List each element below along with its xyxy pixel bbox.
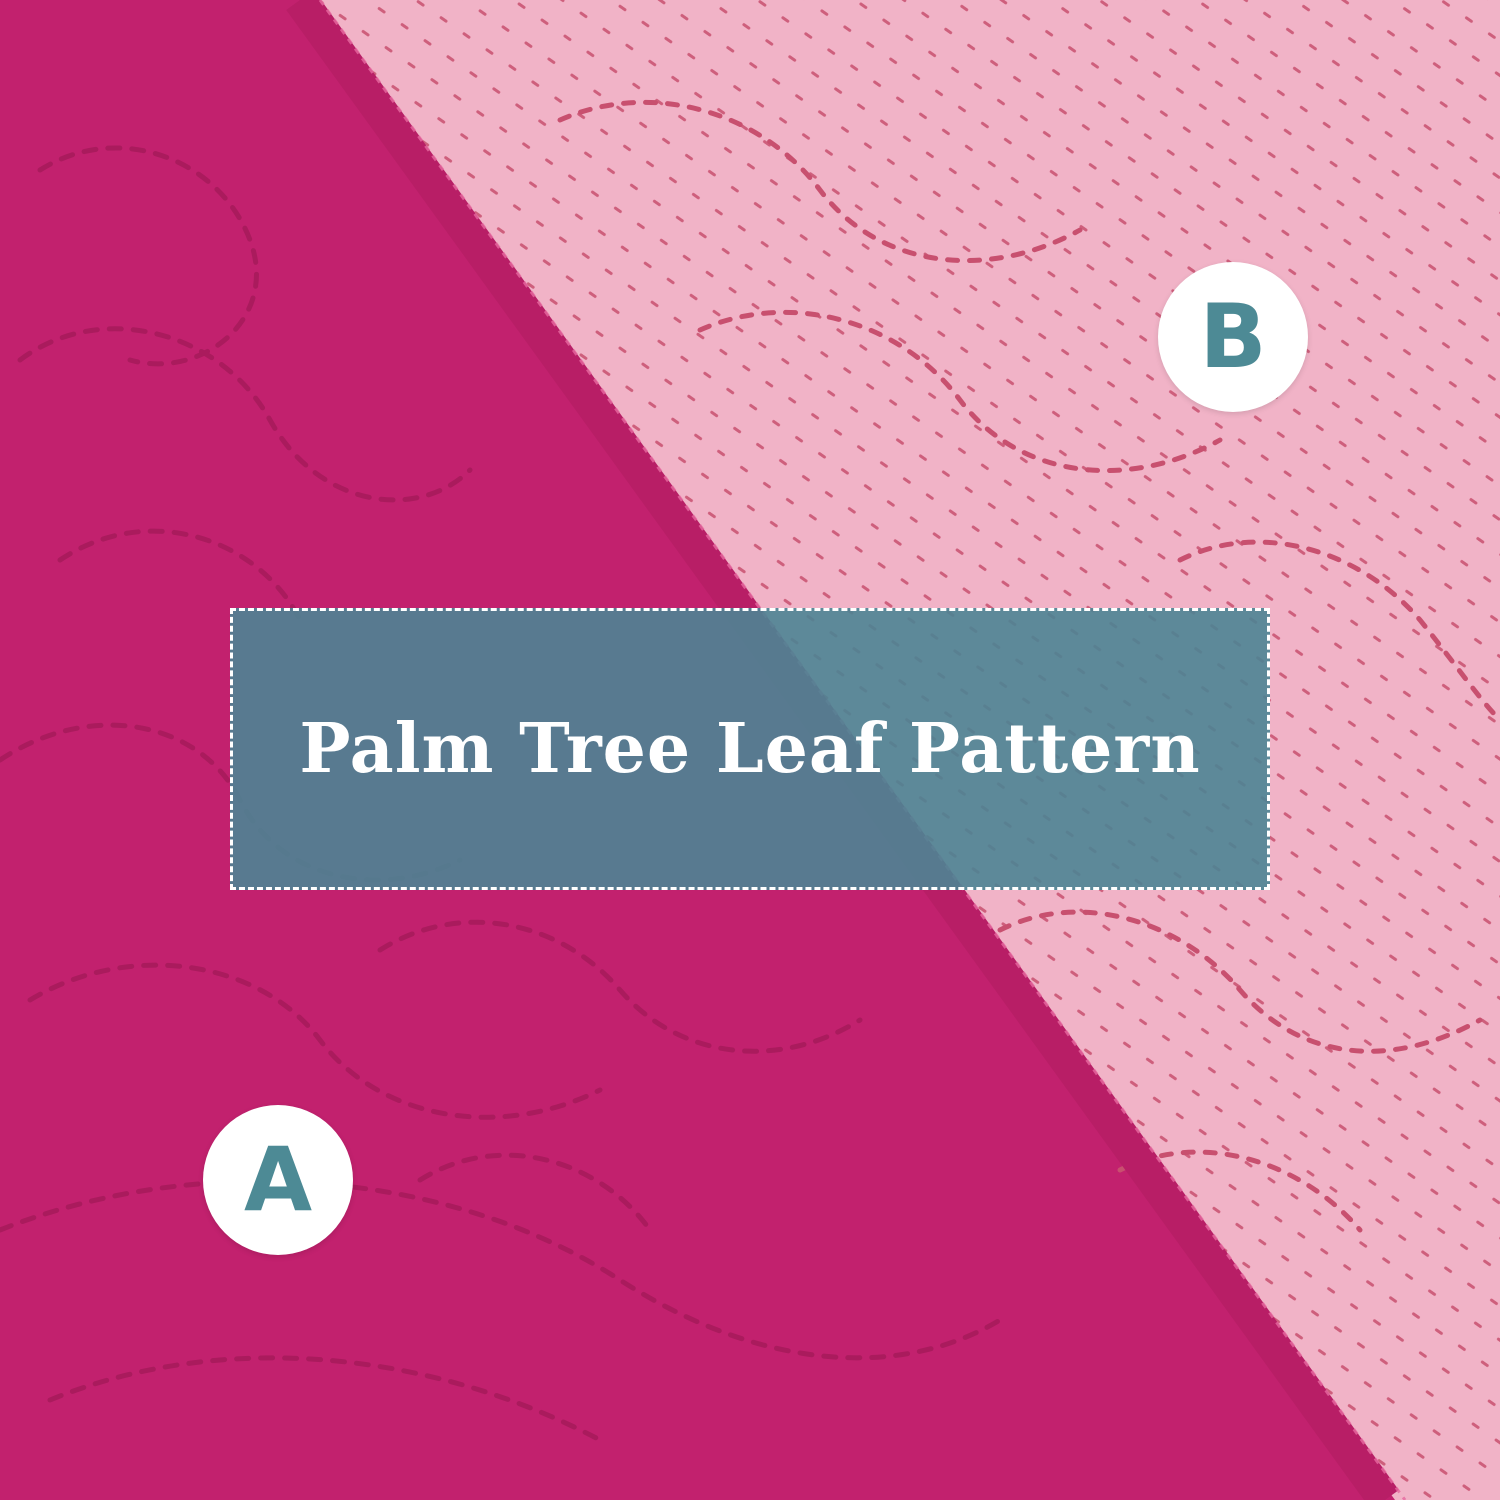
pattern-banner: Palm Tree Leaf Pattern <box>230 608 1270 890</box>
side-a-badge: A <box>203 1105 353 1255</box>
banner-fill <box>230 608 1270 890</box>
side-a-badge-letter: A <box>243 1128 313 1231</box>
banner-title: Palm Tree Leaf Pattern <box>299 709 1201 789</box>
side-b-badge: B <box>1158 262 1308 412</box>
side-b-badge-letter: B <box>1199 285 1267 388</box>
side-b-stitching <box>557 99 1500 1233</box>
